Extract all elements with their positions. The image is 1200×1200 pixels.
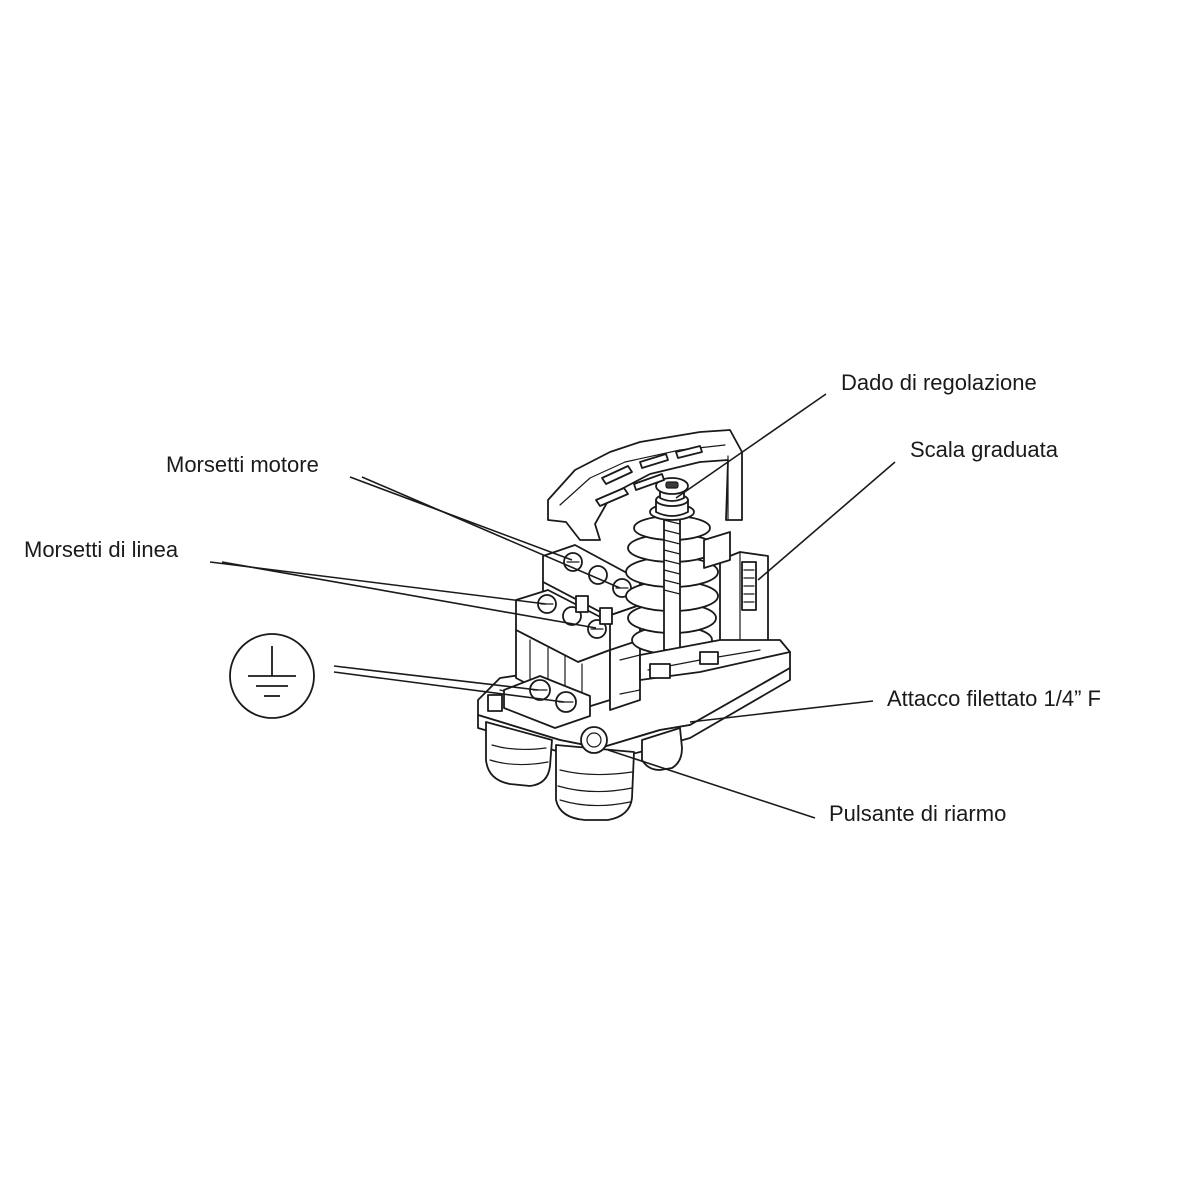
label-morsetti-di-linea: Morsetti di linea xyxy=(24,537,179,562)
ground-symbol-icon xyxy=(229,633,315,719)
terminal-block xyxy=(515,544,641,711)
label-pulsante-di-riarmo: Pulsante di riarmo xyxy=(829,801,1006,826)
pressure-switch-illustration xyxy=(477,429,791,821)
inner-chassis xyxy=(619,639,791,695)
label-attacco-filettato: Attacco filettato 1/4” F xyxy=(887,686,1101,711)
leader-attacco-filettato xyxy=(689,700,874,723)
leader-pulsante-di-riarmo xyxy=(607,749,816,819)
switch-cover xyxy=(547,429,743,541)
callout-labels: Dado di regolazione Scala graduata Morse… xyxy=(24,370,1101,826)
leader-morsetti-di-linea-2 xyxy=(221,561,597,629)
leader-morsetti-motore-2 xyxy=(361,476,621,589)
leader-morsetti-motore-1 xyxy=(349,476,573,561)
spring-assembly xyxy=(625,477,719,655)
leader-ground-2 xyxy=(333,671,565,703)
leader-dado-di-regolazione xyxy=(675,393,827,499)
label-dado-di-regolazione: Dado di regolazione xyxy=(841,370,1037,395)
graduated-scale xyxy=(703,531,769,661)
leader-scala-graduata xyxy=(757,461,896,581)
leader-ground-1 xyxy=(333,665,539,691)
label-morsetti-motore: Morsetti motore xyxy=(166,452,319,477)
leader-lines xyxy=(209,393,896,819)
label-scala-graduata: Scala graduata xyxy=(910,437,1059,462)
